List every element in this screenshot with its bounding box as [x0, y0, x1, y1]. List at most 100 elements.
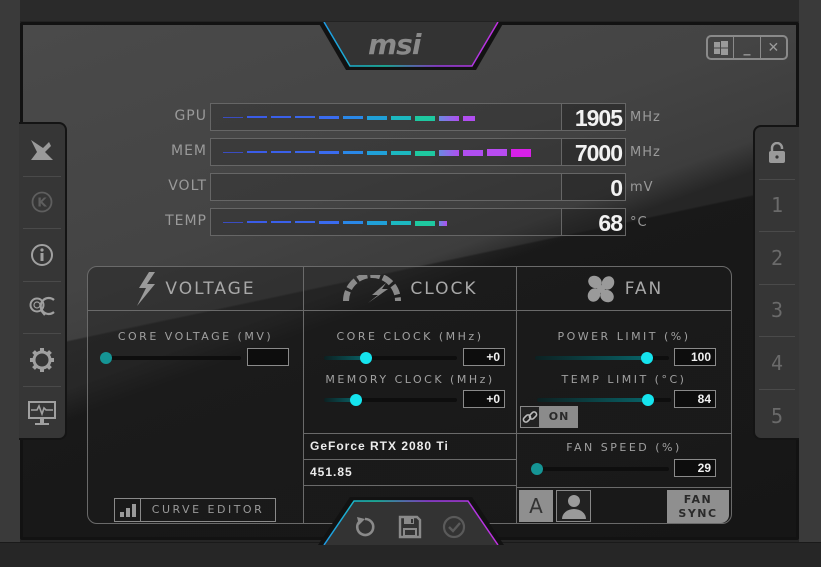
profile-3-button[interactable]: 3 — [759, 285, 795, 337]
link-icon — [520, 406, 540, 428]
fan-sync-button[interactable]: FAN SYNC — [667, 490, 729, 523]
apply-button[interactable] — [441, 514, 467, 540]
voltage-header: VOLTAGE — [88, 267, 303, 311]
curve-editor-label: CURVE EDITOR — [151, 503, 265, 516]
windows-logo-icon — [713, 40, 728, 55]
fan-speed-slider[interactable] — [531, 463, 669, 475]
logo-text: msi — [368, 28, 421, 61]
link-state: ON — [540, 406, 578, 428]
window-bottom-border — [0, 542, 821, 567]
memory-clock-input[interactable]: +0 — [463, 390, 505, 408]
window-controls: _ ✕ — [706, 35, 788, 60]
monitor-gpu: GPU 1905 MHz — [140, 103, 680, 131]
monitor-unit: mV — [630, 180, 654, 195]
window-right-border — [799, 0, 821, 567]
profile-2-button[interactable]: 2 — [759, 232, 795, 285]
temperature-bar — [210, 208, 562, 236]
right-sidebar: 1 2 3 4 5 — [753, 125, 799, 440]
clock-header: CLOCK — [304, 267, 516, 311]
gpu-clock-bar — [210, 103, 562, 131]
profile-lock-button[interactable] — [759, 127, 795, 180]
sidebar-item-monitoring[interactable] — [23, 387, 61, 440]
memory-clock-knob[interactable] — [350, 394, 362, 406]
sidebar-item-kombustor[interactable]: K — [23, 177, 61, 229]
oc-scanner-icon — [31, 139, 53, 160]
profile-1-button[interactable]: 1 — [759, 180, 795, 232]
msi-logo: msi — [318, 22, 504, 72]
monitor-label: MEM — [170, 143, 207, 159]
core-clock-label: CORE CLOCK (MHz) — [336, 330, 484, 343]
curve-editor-button[interactable]: CURVE EDITOR — [114, 498, 276, 522]
monitor-icon — [28, 400, 56, 425]
fan-speed-input[interactable]: 29 — [674, 459, 716, 477]
monitor-volt: VOLT 0 mV — [140, 173, 680, 201]
profile-4-button[interactable]: 4 — [759, 337, 795, 390]
minimize-button[interactable]: _ — [734, 37, 761, 58]
apply-icon — [442, 515, 466, 539]
temperature-value: 68 — [598, 210, 623, 236]
power-limit-knob[interactable] — [641, 352, 653, 364]
monitor-unit: °C — [630, 215, 648, 230]
left-sidebar: K — [19, 122, 67, 440]
gpu-name: GeForce RTX 2080 Ti — [304, 433, 516, 458]
fan-title: FAN — [624, 278, 664, 299]
lightning-icon — [137, 271, 156, 306]
voltage-bar — [210, 173, 562, 201]
fan-speed-label: FAN SPEED (%) — [566, 441, 682, 454]
core-voltage-knob[interactable] — [100, 352, 112, 364]
mem-clock-bar — [210, 138, 562, 166]
save-button[interactable] — [397, 514, 423, 540]
windows-button[interactable] — [708, 37, 735, 58]
core-voltage-input[interactable] — [247, 348, 289, 366]
monitor-temp: TEMP 68 °C — [140, 208, 680, 236]
fan-user-button[interactable] — [556, 490, 591, 522]
voltage-value: 0 — [610, 175, 623, 201]
speedometer-icon — [343, 274, 402, 303]
core-clock-input[interactable]: +0 — [463, 348, 505, 366]
clock-section: CLOCK CORE CLOCK (MHz) +0 MEMORY CLOCK (… — [304, 267, 517, 523]
unlock-icon — [769, 141, 785, 163]
core-clock-slider[interactable] — [324, 352, 457, 364]
reset-icon — [355, 517, 375, 537]
memory-clock-slider[interactable] — [324, 394, 457, 406]
action-bar — [318, 497, 504, 545]
power-limit-input[interactable]: 100 — [674, 348, 716, 366]
monitor-mem: MEM 7000 MHz — [140, 138, 680, 166]
fan-auto-button[interactable]: A — [519, 490, 553, 522]
voltage-title: VOLTAGE — [165, 278, 256, 299]
sidebar-item-settings[interactable] — [23, 334, 61, 387]
gpu-clock-value: 1905 — [574, 105, 623, 131]
window-left-border — [0, 0, 20, 567]
fan-icon — [587, 275, 614, 302]
fan-speed-knob[interactable] — [531, 463, 543, 475]
power-limit-slider[interactable] — [535, 352, 669, 364]
temp-limit-knob[interactable] — [642, 394, 654, 406]
profile-5-button[interactable]: 5 — [770, 403, 784, 428]
sidebar-item-oc-scanner[interactable] — [23, 124, 61, 177]
window-top-border — [0, 0, 821, 22]
reset-button[interactable] — [352, 514, 378, 540]
monitor-unit: MHz — [630, 110, 661, 125]
power-limit-label: POWER LIMIT (%) — [557, 330, 691, 343]
sidebar-item-oc-search[interactable] — [23, 282, 61, 334]
control-panel: VOLTAGE CORE VOLTAGE (MV) CURVE EDITOR — [87, 266, 732, 524]
monitor-label: VOLT — [168, 178, 207, 194]
close-button[interactable]: ✕ — [767, 39, 780, 56]
info-icon — [31, 243, 53, 266]
driver-version: 451.85 — [304, 459, 516, 484]
monitor-label: TEMP — [165, 213, 207, 229]
monitor-unit: MHz — [630, 145, 661, 160]
kombustor-icon: K — [31, 191, 53, 213]
clock-title: CLOCK — [410, 278, 478, 299]
temp-limit-slider[interactable] — [537, 394, 671, 406]
oc-search-icon — [29, 297, 55, 316]
fan-section: FAN POWER LIMIT (%) 100 TEMP LIMIT (°C) … — [517, 267, 731, 523]
sidebar-item-info[interactable] — [23, 229, 61, 282]
core-voltage-slider[interactable] — [100, 352, 241, 364]
limit-link-toggle[interactable]: ON — [520, 406, 578, 428]
settings-icon — [30, 347, 54, 372]
temp-limit-input[interactable]: 84 — [674, 390, 716, 408]
core-clock-knob[interactable] — [360, 352, 372, 364]
main-panel — [20, 22, 799, 540]
